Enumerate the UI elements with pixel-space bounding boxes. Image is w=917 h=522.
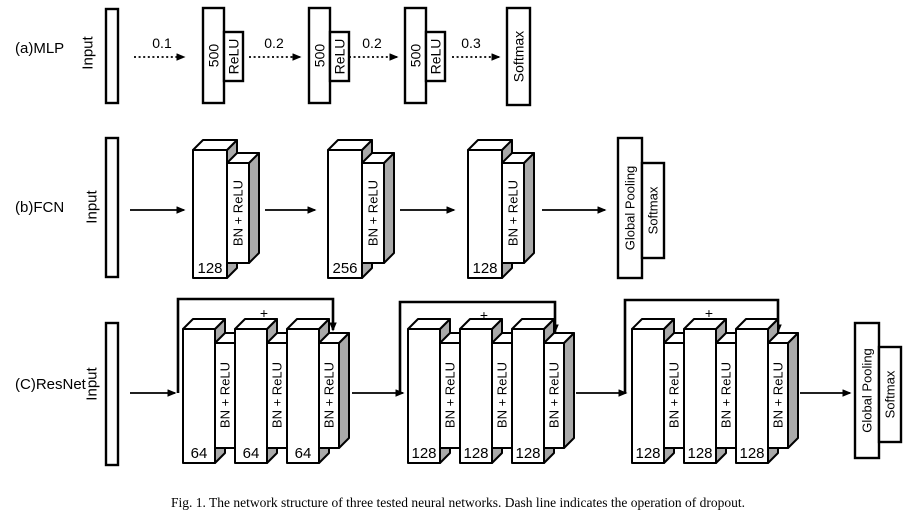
- resnet-op-label-1-1: BN + ReLU: [218, 362, 233, 428]
- resnet-filters-label-3-1: 128: [635, 445, 660, 462]
- resnet-filters-label-3-3: 128: [739, 445, 764, 462]
- mlp-softmax-label: Softmax: [511, 31, 527, 82]
- fcn-global-pooling-label: Global Pooling: [623, 166, 638, 251]
- resnet-plus-label-2: +: [480, 307, 488, 323]
- resnet-op-label-3-2: BN + ReLU: [719, 362, 734, 428]
- resnet-filters-label-2-2: 128: [463, 445, 488, 462]
- fcn-input-bar: [104, 136, 120, 279]
- resnet-filters-label-1-3: 64: [295, 445, 312, 462]
- mlp-dropout-rate-1: 0.1: [152, 35, 172, 51]
- resnet-op-label-2-1: BN + ReLU: [443, 362, 458, 428]
- resnet-filters-label-2-1: 128: [411, 445, 436, 462]
- mlp-relu-box-3: [424, 30, 447, 83]
- mlp-units-label-1: 500: [206, 44, 222, 68]
- mlp-input-bar: [104, 7, 120, 105]
- resnet-op-label-1-2: BN + ReLU: [270, 362, 285, 428]
- fcn-softmax-box: [640, 161, 666, 260]
- resnet-op-label-1-3: BN + ReLU: [322, 362, 337, 428]
- mlp-row-label: (a)MLP: [15, 40, 64, 57]
- resnet-filters-label-3-2: 128: [687, 445, 712, 462]
- resnet-plus-label-1: +: [260, 305, 268, 321]
- fcn-op-label-2: BN + ReLU: [366, 180, 381, 246]
- fcn-op-label-3: BN + ReLU: [506, 180, 521, 246]
- fcn-filters-label-2: 256: [332, 260, 357, 277]
- resnet-op-label-3-3: BN + ReLU: [771, 362, 786, 428]
- fcn-input-label: Input: [84, 189, 101, 223]
- resnet-filters-label-2-3: 128: [515, 445, 540, 462]
- figure-caption: Fig. 1. The network structure of three t…: [171, 495, 745, 510]
- resnet-filters-label-1-1: 64: [191, 445, 208, 462]
- resnet-op-label-2-2: BN + ReLU: [495, 362, 510, 428]
- mlp-dropout-rate-2: 0.2: [264, 35, 284, 51]
- resnet-plus-label-3: +: [705, 305, 713, 321]
- resnet-op-label-2-3: BN + ReLU: [547, 362, 562, 428]
- mlp-softmax-box: [505, 6, 532, 107]
- resnet-input-bar: [104, 321, 120, 467]
- resnet-row-label: (C)ResNet: [15, 376, 87, 393]
- mlp-input-label: Input: [80, 35, 97, 69]
- fcn-softmax-label: Softmax: [646, 186, 661, 234]
- fcn-filters-label-1: 128: [197, 260, 222, 277]
- mlp-units-label-3: 500: [408, 44, 424, 68]
- resnet-global-pooling-label: Global Pooling: [860, 348, 875, 433]
- resnet-softmax-label: Softmax: [883, 370, 898, 418]
- resnet-skip-connection-1: [176, 297, 337, 393]
- mlp-relu-box-1: [222, 30, 245, 83]
- resnet-filters-label-1-2: 64: [243, 445, 260, 462]
- resnet-input-label: Input: [84, 366, 101, 400]
- resnet-skip-connection-3: [623, 298, 782, 393]
- mlp-units-label-2: 500: [312, 44, 328, 68]
- mlp-activation-label-3: ReLU: [428, 39, 444, 75]
- resnet-skip-connection-2: [398, 300, 559, 393]
- fcn-op-label-1: BN + ReLU: [231, 180, 246, 246]
- mlp-dropout-rate-4: 0.3: [461, 35, 481, 51]
- fcn-filters-label-3: 128: [472, 260, 497, 277]
- resnet-global-pooling-box: [853, 321, 881, 460]
- mlp-dropout-rate-3: 0.2: [362, 35, 382, 51]
- resnet-softmax-box: [877, 345, 903, 444]
- mlp-activation-label-2: ReLU: [332, 39, 348, 75]
- fcn-row-label: (b)FCN: [15, 199, 64, 216]
- mlp-activation-label-1: ReLU: [226, 39, 242, 75]
- resnet-op-label-3-1: BN + ReLU: [667, 362, 682, 428]
